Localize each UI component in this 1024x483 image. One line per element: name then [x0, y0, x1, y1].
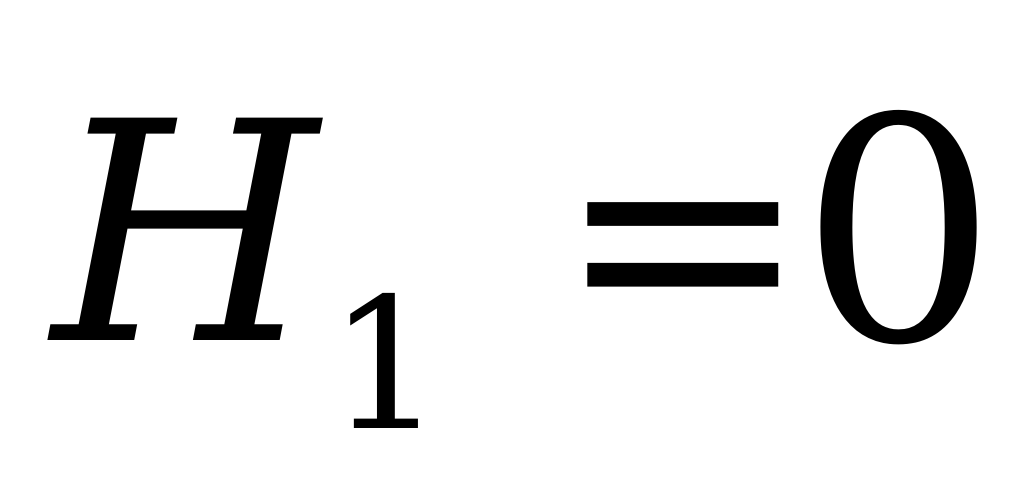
formula-subscript: 1	[328, 259, 444, 471]
formula-operator: =	[555, 57, 811, 412]
formula-value: 0	[800, 53, 997, 414]
formula-variable: H	[47, 57, 323, 412]
